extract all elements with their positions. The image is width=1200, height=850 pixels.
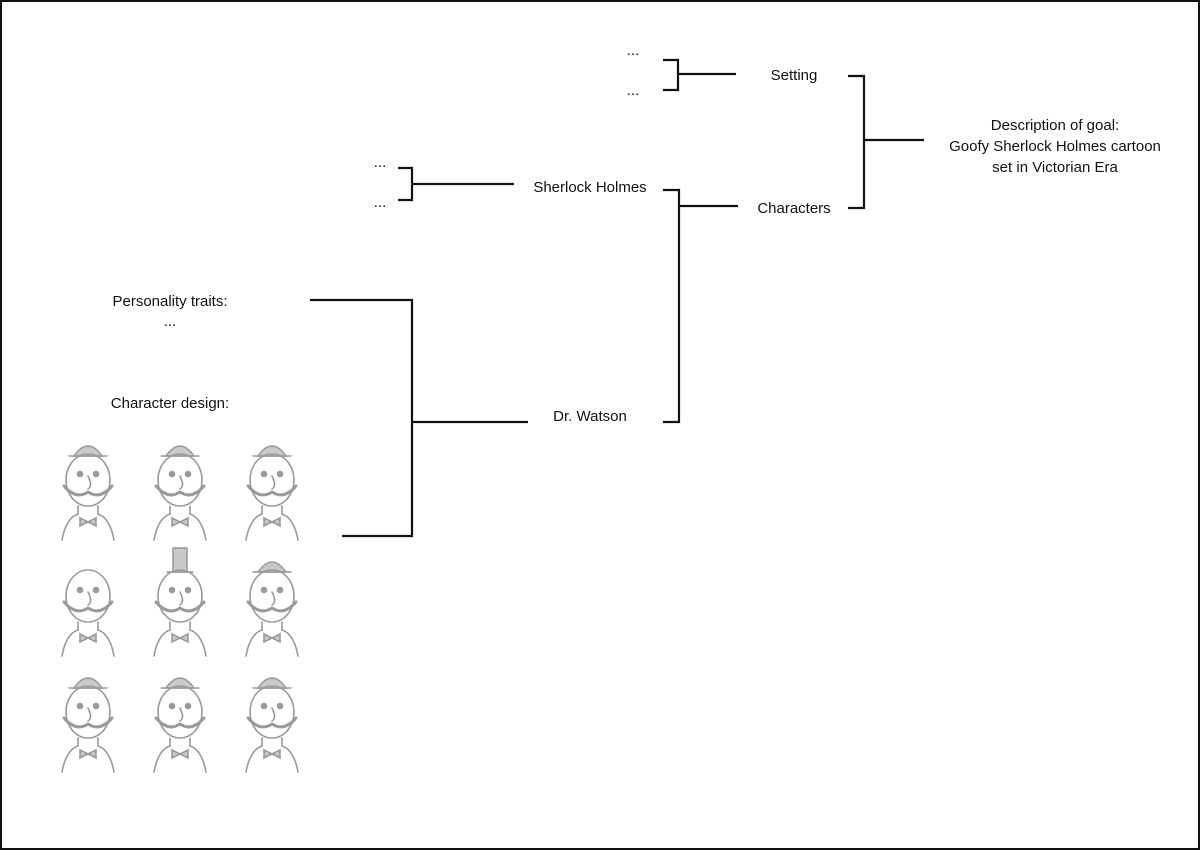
goal-description: Description of goal: Goofy Sherlock Holm… — [949, 115, 1161, 178]
sherlock-placeholder-2: ... — [373, 194, 387, 211]
personality-traits-label: Personality traits: — [112, 293, 228, 310]
character-sketch — [61, 677, 115, 773]
goal-heading: Description of goal: — [990, 117, 1120, 134]
setting-sub-bracket — [663, 58, 736, 92]
goal-line-2: set in Victorian Era — [992, 159, 1118, 176]
character-sketch — [153, 677, 207, 773]
characters-bracket — [663, 188, 738, 424]
node-setting: Setting — [770, 67, 818, 84]
node-dr-watson: Dr. Watson — [553, 408, 627, 425]
sherlock-placeholder-1: ... — [373, 154, 387, 171]
character-sketch — [245, 561, 299, 657]
watson-bracket — [310, 298, 528, 538]
character-sketch — [245, 445, 299, 541]
node-sherlock-holmes: Sherlock Holmes — [533, 179, 647, 196]
node-characters: Characters — [757, 200, 831, 217]
character-sketch — [61, 445, 115, 541]
character-sketch — [61, 569, 115, 657]
character-sketch — [245, 677, 299, 773]
character-sketch — [153, 547, 207, 657]
character-sketch — [153, 445, 207, 541]
character-design-label: Character design: — [110, 395, 230, 412]
character-design-sketches — [61, 445, 299, 773]
goal-bracket — [848, 74, 924, 210]
setting-placeholder-2: ... — [626, 82, 640, 99]
sherlock-sub-bracket — [398, 166, 514, 202]
goal-line-1: Goofy Sherlock Holmes cartoon — [949, 138, 1161, 155]
personality-traits-value: ... — [163, 313, 177, 330]
setting-placeholder-1: ... — [626, 42, 640, 59]
